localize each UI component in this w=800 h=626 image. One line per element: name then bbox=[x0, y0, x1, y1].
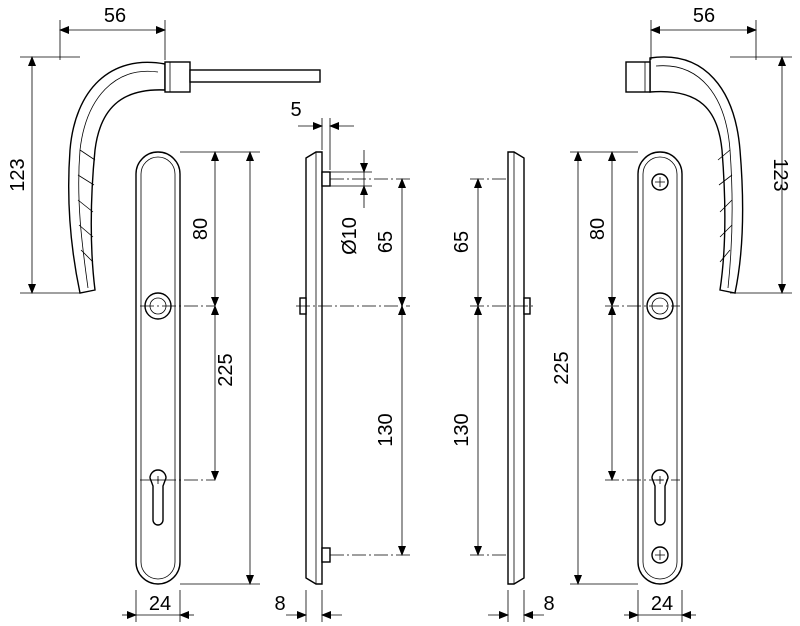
dim-225-right: 225 bbox=[551, 151, 638, 585]
dim-130-left: 130 bbox=[375, 305, 406, 556]
label-24-right: 24 bbox=[651, 593, 673, 615]
label-65-right: 65 bbox=[451, 231, 473, 253]
dim-handle-height-right: 123 bbox=[730, 56, 792, 294]
label-5: 5 bbox=[290, 99, 301, 121]
left-plate-front bbox=[135, 151, 215, 585]
label-diameter-10: Ø10 bbox=[339, 217, 361, 255]
dim-handle-width-right: 56 bbox=[650, 5, 757, 60]
dim-8-right: 8 bbox=[488, 590, 555, 622]
left-handle bbox=[68, 61, 321, 294]
dim-130-right: 130 bbox=[451, 305, 482, 556]
dim-diameter-10: Ø10 bbox=[330, 150, 372, 255]
dim-80-left: 80 bbox=[180, 151, 260, 307]
label-130-right: 130 bbox=[451, 413, 473, 446]
label-123-right: 123 bbox=[769, 158, 791, 191]
right-plate-front bbox=[605, 151, 683, 585]
dim-80-right: 80 bbox=[570, 151, 638, 307]
right-handle bbox=[625, 56, 744, 294]
label-225-right: 225 bbox=[551, 351, 573, 384]
dim-65-right: 65 bbox=[451, 178, 482, 307]
dim-65-left: 65 bbox=[375, 178, 406, 307]
label-130-left: 130 bbox=[375, 413, 397, 446]
dim-24-left: 24 bbox=[122, 590, 194, 622]
dim-5: 5 bbox=[290, 99, 354, 170]
left-plate-side bbox=[296, 151, 410, 585]
dim-225-left-inner: 225 bbox=[211, 305, 237, 481]
label-24-left: 24 bbox=[149, 593, 171, 615]
label-80-left: 80 bbox=[190, 218, 212, 240]
dim-handle-width-left: 56 bbox=[59, 5, 166, 60]
label-56-left: 56 bbox=[104, 5, 126, 27]
label-65-left: 65 bbox=[375, 231, 397, 253]
label-8-right: 8 bbox=[543, 593, 554, 615]
label-56-right: 56 bbox=[693, 5, 715, 27]
dim-handle-height-left: 123 bbox=[7, 56, 80, 294]
dim-8-left: 8 bbox=[274, 590, 342, 622]
dim-24-right: 24 bbox=[624, 590, 696, 622]
label-225-left: 225 bbox=[215, 353, 237, 386]
right-plate-side bbox=[470, 151, 534, 585]
dim-plate-length-left bbox=[180, 151, 260, 585]
label-123-left: 123 bbox=[7, 158, 29, 191]
label-80-right: 80 bbox=[587, 218, 609, 240]
label-8-left: 8 bbox=[274, 593, 285, 615]
